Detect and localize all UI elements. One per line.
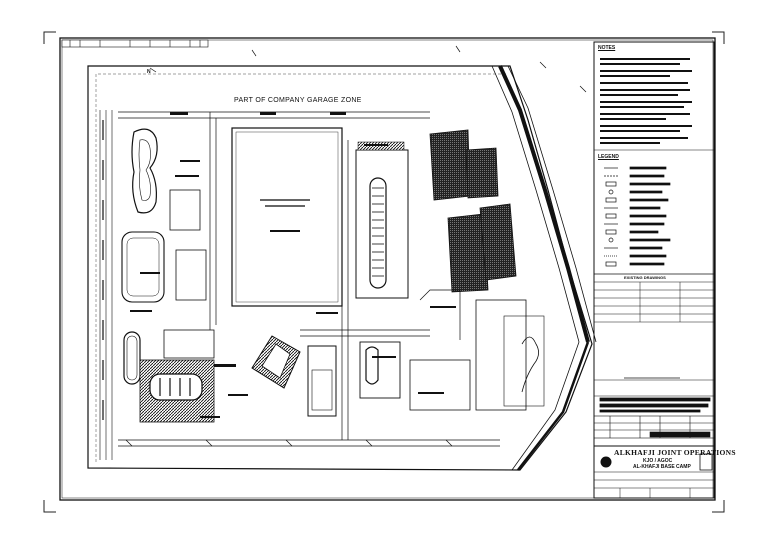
drawings-table [594, 282, 714, 323]
north-arrow-label: N [147, 69, 151, 75]
title-subtitle-1: KJO / AGOC [643, 458, 673, 464]
site-boundary [87, 65, 597, 471]
internal-roads [118, 111, 500, 447]
left-features [121, 128, 215, 423]
side-panel [593, 41, 715, 499]
right-buildings [429, 129, 545, 411]
main-building [231, 127, 343, 307]
crop-marks [43, 31, 725, 513]
sheet-border [59, 37, 716, 501]
top-ruler [61, 39, 209, 48]
survey-ticks [125, 45, 587, 447]
title-subtitle-2: AL-KHAFJI BASE CAMP [633, 464, 691, 470]
zone-label: PART OF COMPANY GARAGE ZONE [234, 97, 362, 104]
title-block [593, 445, 715, 499]
notes-lines [600, 58, 692, 144]
notes-heading: NOTES [598, 45, 616, 51]
signature-area [599, 377, 711, 413]
detail-marks [130, 112, 456, 418]
legend-rows [604, 166, 671, 267]
left-road [99, 110, 113, 460]
title-company: ALKHAFJI JOINT OPERATIONS [614, 448, 736, 457]
center-structures [251, 289, 471, 417]
parking-lot [355, 141, 409, 299]
revision-grid [593, 415, 715, 439]
legend-heading: LEGEND [598, 154, 619, 160]
existing-drawings-heading: EXISTING DRAWINGS [624, 275, 666, 280]
